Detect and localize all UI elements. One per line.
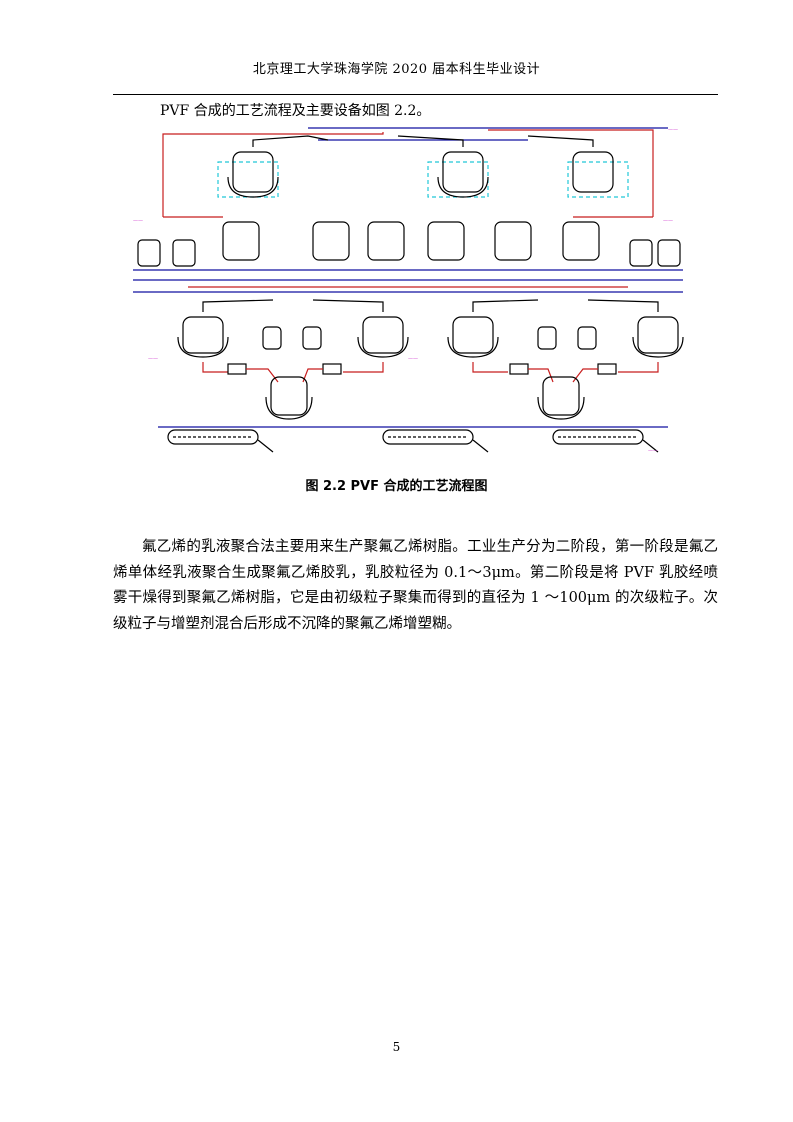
svg-text:——: —— [668, 127, 678, 133]
header-rule [113, 94, 718, 95]
process-flow-diagram: —— —— —— —— —— —— [128, 122, 688, 462]
svg-text:——: —— [663, 218, 673, 224]
figure-caption: 图 2.2 PVF 合成的工艺流程图 [305, 479, 488, 494]
svg-text:——: —— [648, 448, 658, 454]
body-paragraph: 氟乙烯的乳液聚合法主要用来生产聚氟乙烯树脂。工业生产分为二阶段，第一阶段是氟乙烯… [113, 539, 718, 632]
svg-text:——: —— [408, 356, 418, 362]
svg-text:——: —— [148, 356, 158, 362]
page-header: 北京理工大学珠海学院 2020 届本科生毕业设计 [252, 62, 541, 77]
page-number: 5 [392, 1040, 401, 1054]
svg-text:——: —— [133, 218, 143, 224]
intro-sentence: PVF 合成的工艺流程及主要设备如图 2.2。 [160, 103, 431, 119]
body-paragraph-block: 氟乙烯的乳液聚合法主要用来生产聚氟乙烯树脂。工业生产分为二阶段，第一阶段是氟乙烯… [113, 535, 718, 637]
